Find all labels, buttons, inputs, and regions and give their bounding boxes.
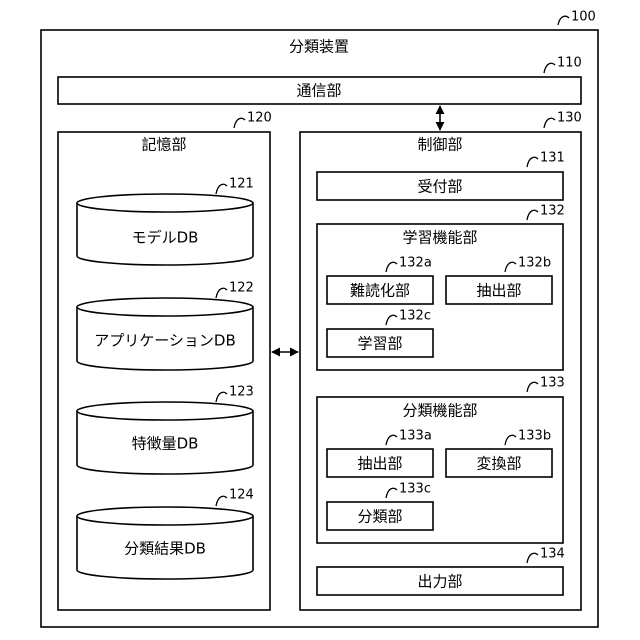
reception-ref: 131 — [540, 151, 565, 166]
classification-result-db-label: 分類結果DB — [124, 540, 206, 558]
classification-label: 分類部 — [357, 508, 402, 526]
model-db-ref: 121 — [229, 177, 254, 192]
obfuscation-label: 難読化部 — [350, 282, 410, 300]
learning-function-ref: 132 — [540, 204, 565, 219]
conversion-label: 変換部 — [476, 455, 521, 473]
storage-ref: 120 — [247, 111, 272, 126]
obfuscation-ref: 132a — [399, 256, 432, 271]
classification-result-db-top — [77, 507, 253, 525]
feature-db-top — [77, 402, 253, 420]
feature-db-ref: 123 — [229, 385, 254, 400]
device-ref-leader — [558, 16, 569, 25]
classification-function-label: 分類機能部 — [402, 402, 477, 420]
control-label: 制御部 — [417, 136, 462, 154]
reception-label: 受付部 — [417, 178, 462, 196]
conversion-ref: 133b — [518, 429, 551, 444]
application-db-ref: 122 — [229, 281, 254, 296]
classify-extraction-ref: 133a — [399, 429, 432, 444]
application-db-label: アプリケーションDB — [94, 332, 236, 350]
output-label: 出力部 — [417, 573, 462, 591]
control-ref: 130 — [557, 111, 582, 126]
communication-ref: 110 — [557, 56, 582, 71]
feature-db-label: 特徴量DB — [132, 435, 199, 453]
classification-function-ref: 133 — [540, 376, 565, 391]
classify-extraction-label: 抽出部 — [357, 455, 402, 473]
learning-extraction-label: 抽出部 — [476, 282, 521, 300]
storage-label: 記憶部 — [141, 136, 186, 154]
device-label: 分類装置 — [289, 38, 349, 56]
classification-result-db-ref: 124 — [229, 488, 254, 503]
output-ref: 134 — [540, 547, 565, 562]
learning-extraction-ref: 132b — [518, 256, 551, 271]
training-ref: 132c — [399, 309, 431, 324]
learning-function-label: 学習機能部 — [402, 229, 477, 247]
model-db-label: モデルDB — [132, 229, 199, 247]
training-label: 学習部 — [357, 335, 402, 353]
device-ref: 100 — [571, 10, 596, 25]
classification-ref: 133c — [399, 482, 431, 497]
model-db-top — [77, 194, 253, 212]
application-db-top — [77, 298, 253, 316]
communication-label: 通信部 — [296, 82, 341, 100]
